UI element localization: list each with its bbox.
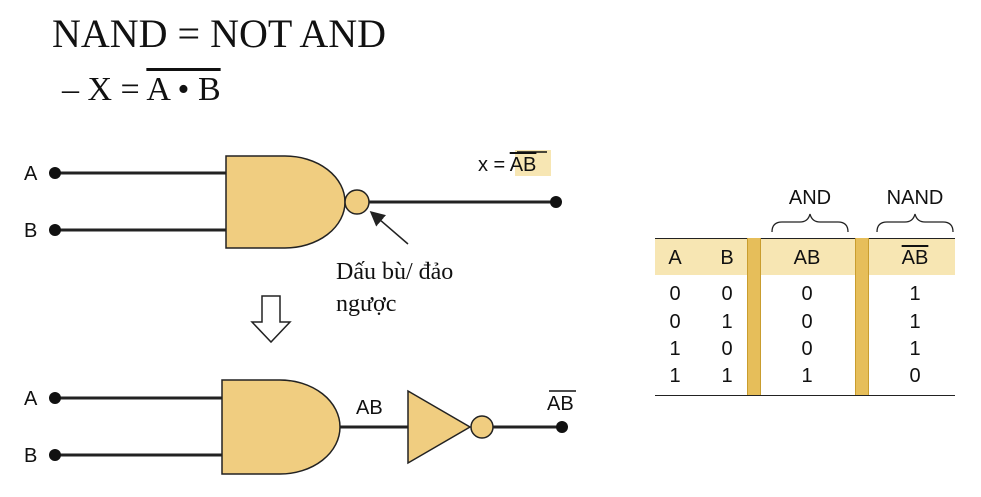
truth-table-cell-r2-a: 0 — [669, 311, 681, 333]
truth-table-cell-r1-and: 0 — [801, 283, 813, 305]
bottom-input-b-label: B — [24, 445, 37, 467]
top-output-terminal — [550, 196, 562, 208]
inversion-note: Dấu bù/ đảo ngược — [336, 256, 516, 320]
nand-group-brace — [876, 213, 954, 233]
and-group-brace — [771, 213, 849, 233]
truth-table-cell-r4-nand: 0 — [909, 365, 921, 387]
top-and-gate-body — [225, 155, 346, 249]
truth-table-cell-r3-a: 1 — [669, 338, 681, 360]
top-input-a-label: A — [24, 163, 38, 185]
truth-table-cell-r3-and: 0 — [801, 338, 813, 360]
equivalence-down-arrow-icon — [250, 295, 292, 344]
top-input-b-label: B — [24, 220, 37, 242]
truth-table-header-b: B — [720, 247, 734, 269]
bottom-mid-label: AB — [356, 397, 383, 419]
inversion-note-line2: ngược — [336, 291, 397, 317]
top-output-label: x = AB — [478, 154, 536, 176]
truth-table-cell-r4-and: 1 — [801, 365, 813, 387]
truth-table-cell-r2-and: 0 — [801, 311, 813, 333]
nand-formula: – X = A • B — [62, 70, 221, 110]
truth-table-group-nand: NAND — [886, 187, 944, 209]
bottom-and-gate-body — [221, 379, 341, 475]
page-title: NAND = NOT AND — [52, 11, 387, 56]
truth-table-cell-r1-b: 0 — [721, 283, 733, 305]
truth-table-cell-r1-a: 0 — [669, 283, 681, 305]
truth-table-header-row — [655, 238, 955, 275]
top-input-b-terminal — [49, 224, 61, 236]
truth-table-header-nand: AB — [901, 247, 929, 269]
top-output-highlight — [515, 150, 551, 176]
bottom-not-gate-body — [407, 389, 472, 465]
bottom-input-a-label: A — [24, 388, 38, 410]
top-input-a-terminal — [49, 167, 61, 179]
top-inversion-bubble — [344, 189, 370, 215]
formula-prefix: – X = — [62, 71, 147, 108]
bottom-input-a-terminal — [49, 392, 61, 404]
truth-table-group-and: AND — [788, 187, 832, 209]
truth-table-cell-r2-nand: 1 — [909, 311, 921, 333]
bottom-input-b-terminal — [49, 449, 61, 461]
formula-overlined: A • B — [146, 71, 221, 108]
truth-table-separator-2 — [855, 238, 869, 396]
truth-table-bottom-rule — [655, 395, 955, 396]
bottom-output-terminal — [556, 421, 568, 433]
bottom-and-not-circuit: A B AB AB — [24, 379, 576, 475]
note-arrow — [369, 211, 409, 245]
truth-table-cell-r4-b: 1 — [721, 365, 733, 387]
bottom-inversion-bubble — [470, 415, 494, 439]
truth-table-cell-r3-nand: 1 — [909, 338, 921, 360]
top-output-overlined: AB — [510, 154, 537, 176]
truth-table-header-and: AB — [793, 247, 821, 269]
top-output-prefix: x = — [478, 154, 510, 176]
inversion-note-line1: Dấu bù/ đảo — [336, 259, 454, 285]
truth-table-cell-r3-b: 0 — [721, 338, 733, 360]
truth-table-cell-r2-b: 1 — [721, 311, 733, 333]
truth-table-header-a: A — [668, 247, 682, 269]
bottom-output-label: AB — [547, 393, 574, 415]
truth-table-cell-r4-a: 1 — [669, 365, 681, 387]
truth-table-cell-r1-nand: 1 — [909, 283, 921, 305]
top-nand-circuit: A B x = AB — [24, 150, 562, 249]
truth-table-separator-1 — [747, 238, 761, 396]
truth-table: A B AB AB 0 0 0 1 0 1 0 1 1 0 0 1 1 1 1 … — [655, 238, 955, 396]
